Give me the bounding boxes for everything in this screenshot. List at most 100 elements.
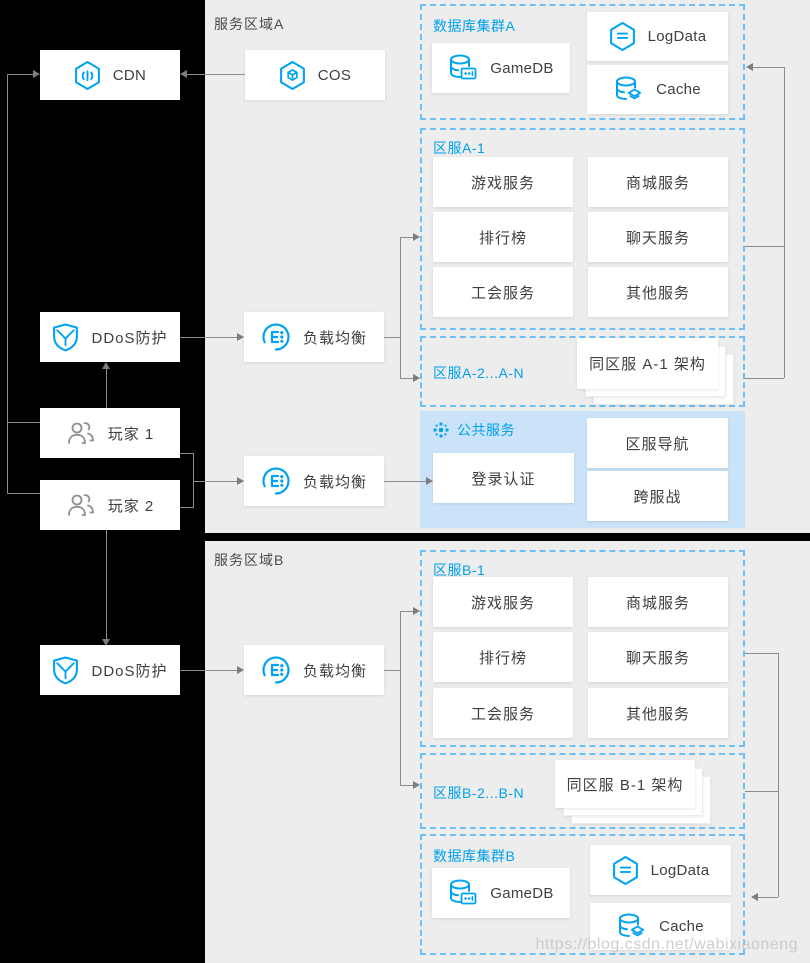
users-icon <box>66 492 96 518</box>
lb-a-login-label: 负载均衡 <box>302 473 367 491</box>
zone-nav-box: 区服导航 <box>587 418 728 468</box>
database-icon <box>448 54 478 82</box>
cache-b-label: Cache <box>659 918 704 935</box>
player1-label: 玩家 1 <box>107 425 155 443</box>
ddos-b-label: DDoS防护 <box>91 662 168 680</box>
service-box: 商城服务 <box>588 157 728 207</box>
connector-line <box>384 337 400 338</box>
service-label: 排行榜 <box>478 649 527 667</box>
cos-icon <box>279 60 306 90</box>
gamedb-a-label: GameDB <box>490 59 554 77</box>
zone-nav-label: 区服导航 <box>625 435 690 453</box>
cache-a-label: Cache <box>656 81 701 98</box>
ddos-a-label: DDoS防护 <box>91 329 168 347</box>
connector-line <box>753 67 784 68</box>
users-icon <box>66 420 96 446</box>
arrowhead <box>751 893 758 901</box>
arrowhead <box>413 607 420 615</box>
login-auth-box: 登录认证 <box>433 453 574 503</box>
service-box: 其他服务 <box>588 267 728 317</box>
load-balancer-icon <box>261 466 291 496</box>
zone-an-title: 区服A-2...A-N <box>433 365 525 381</box>
zone-an-stack-box: 同区服 A-1 架构 <box>577 338 718 389</box>
connector-line <box>400 378 413 379</box>
zone-an-group <box>420 336 745 407</box>
connector-line <box>106 530 107 639</box>
connector-line <box>784 67 785 378</box>
cache-icon <box>614 76 644 104</box>
database-icon <box>448 879 478 907</box>
connector-line <box>400 237 401 378</box>
gamedb-a-node: GameDB <box>432 43 570 93</box>
zone-b1-title: 区服B-1 <box>433 562 486 578</box>
service-label: 其他服务 <box>625 705 690 723</box>
zone-bn-group <box>420 753 745 829</box>
service-box: 商城服务 <box>588 577 728 627</box>
service-label: 工会服务 <box>470 705 535 723</box>
cache-icon <box>617 913 647 941</box>
ddos-b-node: DDoS防护 <box>40 645 180 695</box>
zone-a1-group <box>420 128 745 330</box>
arrowhead <box>426 477 433 485</box>
zone-bn-stack-label: 同区服 B-1 架构 <box>566 776 684 794</box>
service-box: 排行榜 <box>433 632 573 682</box>
service-label: 排行榜 <box>478 229 527 247</box>
cdn-label: CDN <box>112 66 147 84</box>
region-divider <box>205 533 810 541</box>
region-a-title: 服务区域A <box>214 16 285 32</box>
log-hexagon-icon <box>612 855 639 885</box>
connector-line <box>193 481 237 482</box>
logdata-a-node: LogData <box>587 12 728 61</box>
service-box: 排行榜 <box>433 212 573 262</box>
connector-line <box>7 493 40 494</box>
arrowhead <box>180 70 187 78</box>
connector-line <box>758 897 778 898</box>
connector-line <box>180 337 237 338</box>
connector-line <box>745 791 778 792</box>
zone-bn-title: 区服B-2...B-N <box>433 785 525 801</box>
connector-line <box>7 74 8 494</box>
service-label: 游戏服务 <box>470 174 535 192</box>
lb-a-login-node: 负载均衡 <box>244 456 384 506</box>
connector-line <box>400 611 401 785</box>
connector-line <box>400 237 413 238</box>
service-box: 聊天服务 <box>588 632 728 682</box>
service-box: 工会服务 <box>433 267 573 317</box>
service-box: 游戏服务 <box>433 577 573 627</box>
service-label: 游戏服务 <box>470 594 535 612</box>
arrowhead <box>413 233 420 241</box>
load-balancer-icon <box>261 322 291 352</box>
log-hexagon-icon <box>609 22 636 51</box>
cross-server-box: 跨服战 <box>587 471 728 521</box>
service-label: 商城服务 <box>625 594 690 612</box>
connector-line <box>384 481 426 482</box>
connector-line <box>778 653 779 897</box>
load-balancer-icon <box>261 655 291 685</box>
connector-line <box>180 507 193 508</box>
connector-line <box>400 785 413 786</box>
gamedb-b-label: GameDB <box>490 884 554 902</box>
connector-line <box>745 653 778 654</box>
cos-label: COS <box>317 66 352 84</box>
connector-line <box>745 246 784 247</box>
service-label: 商城服务 <box>625 174 690 192</box>
cache-a-node: Cache <box>587 65 728 114</box>
connector-line <box>180 670 237 671</box>
service-box: 其他服务 <box>588 688 728 738</box>
connector-line <box>400 611 413 612</box>
zone-a1-title: 区服A-1 <box>433 140 486 156</box>
player2-node: 玩家 2 <box>40 480 180 530</box>
service-label: 其他服务 <box>625 284 690 302</box>
arrowhead <box>237 477 244 485</box>
db-cluster-b-group <box>420 834 745 955</box>
db-cluster-a-group <box>420 4 745 120</box>
connector-line <box>7 422 40 423</box>
public-services-title-text: 公共服务 <box>457 422 515 438</box>
arrowhead <box>102 639 110 646</box>
arrowhead <box>413 374 420 382</box>
arrowhead <box>746 63 753 71</box>
db-cluster-b-title: 数据库集群B <box>433 848 516 864</box>
arrowhead <box>237 666 244 674</box>
lb-a-main-node: 负载均衡 <box>244 312 384 362</box>
